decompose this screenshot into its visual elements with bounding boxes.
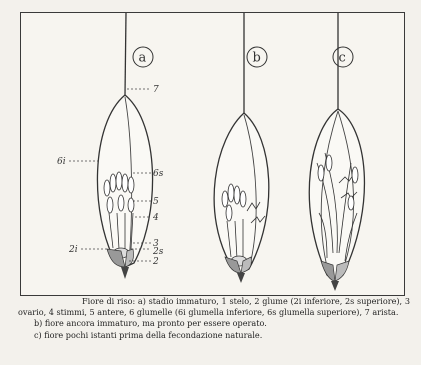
figure-caption: Fiore di riso: a) stadio immaturo, 1 ste…	[18, 296, 410, 341]
caption-main: Fiore di riso: a) stadio immaturo, 1 ste…	[18, 296, 410, 318]
panel-letter-a: a	[139, 51, 147, 66]
panel-letter-c: c	[339, 51, 346, 66]
label-6i: 6i	[57, 157, 66, 167]
rice-flower-illustration: 7 6i 6s 5 4 3 2s 2i 2 a	[21, 13, 404, 295]
caption-c: c) fiore pochi istanti prima della fecon…	[18, 330, 410, 341]
arista-a	[125, 13, 126, 95]
label-7: 7	[153, 85, 159, 95]
label-2i: 2i	[68, 245, 78, 255]
label-2s: 2s	[152, 247, 164, 257]
caption-b: b) fiore ancora immaturo, ma pronto per …	[18, 318, 410, 329]
panel-b: b	[214, 13, 269, 283]
panel-letter-b: b	[253, 51, 261, 66]
label-5: 5	[153, 197, 159, 207]
label-4: 4	[152, 213, 159, 223]
illustration-frame: 7 6i 6s 5 4 3 2s 2i 2 a	[20, 12, 405, 296]
panel-c: c	[309, 13, 364, 291]
label-6s: 6s	[153, 169, 164, 179]
glumella-c	[309, 109, 364, 281]
panel-a: 7 6i 6s 5 4 3 2s 2i 2 a	[57, 13, 164, 279]
label-2: 2	[152, 257, 159, 267]
